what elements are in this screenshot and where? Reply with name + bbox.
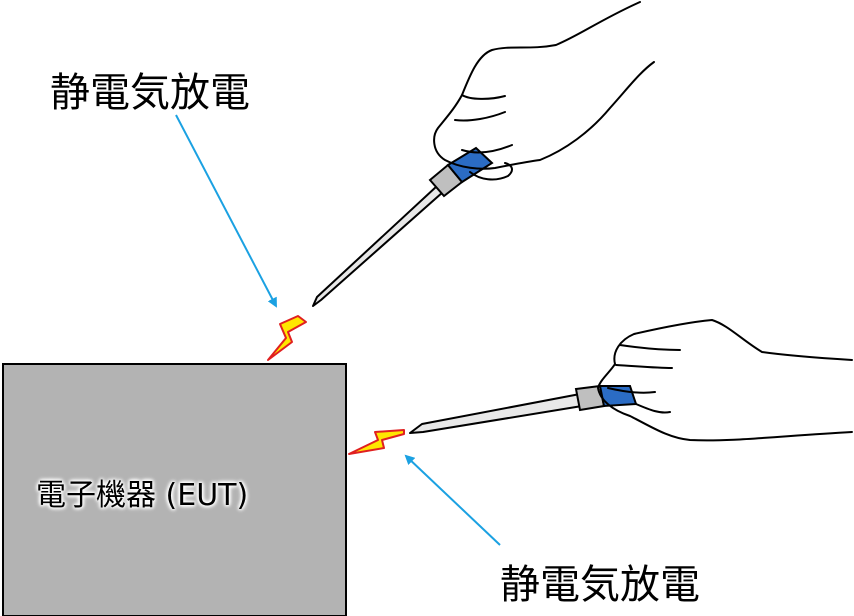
hand-icon: [433, 1, 655, 170]
eut-label: 電子機器 (EUT): [36, 478, 249, 513]
arrow-bottom: [404, 454, 501, 546]
spark-icon-top: [267, 315, 307, 361]
probe-rod-top: [312, 185, 444, 307]
eut-box: [2, 363, 347, 616]
label-discharge-top: 静電気放電: [50, 70, 250, 116]
hand-icon: [597, 319, 853, 442]
arrow-top: [175, 114, 277, 308]
probe-handle-top: [446, 146, 494, 184]
spark-icon-bottom: [348, 429, 405, 455]
esd-gun-bottom: [409, 319, 853, 442]
esd-gun-top: [312, 1, 655, 307]
label-discharge-bottom: 静電気放電: [500, 562, 700, 608]
hand-fingers-bottom: [607, 344, 681, 414]
hand-fingers-top: [454, 94, 513, 181]
probe-rod-bottom: [409, 393, 583, 434]
